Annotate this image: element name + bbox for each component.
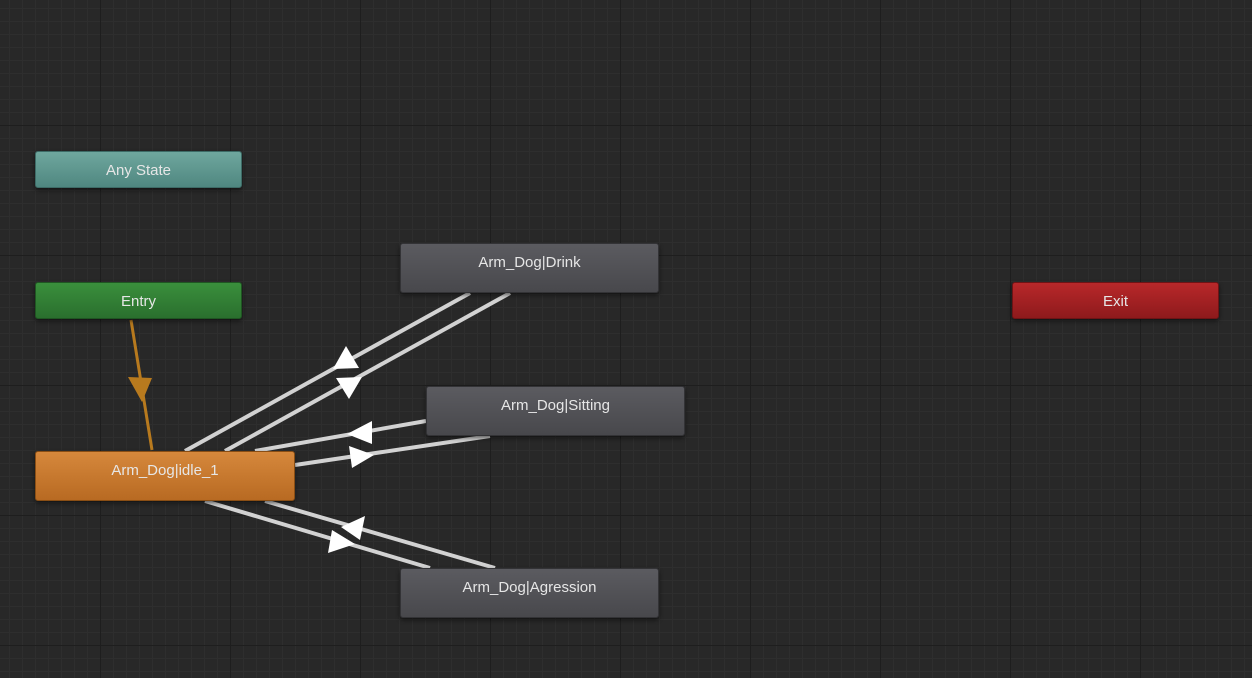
entry-node[interactable]: Entry bbox=[35, 282, 242, 319]
arrow-icon bbox=[333, 346, 359, 369]
arrow-icon bbox=[341, 516, 365, 540]
transition-entry-to-idle[interactable] bbox=[128, 319, 154, 451]
arrow-icon bbox=[328, 530, 355, 553]
exit-node[interactable]: Exit bbox=[1012, 282, 1219, 319]
node-label: Arm_Dog|Agression bbox=[462, 579, 597, 596]
arrow-icon bbox=[347, 421, 372, 444]
state-node-agression[interactable]: Arm_Dog|Agression bbox=[400, 568, 659, 618]
node-label: Arm_Dog|Drink bbox=[478, 254, 581, 271]
state-node-sitting[interactable]: Arm_Dog|Sitting bbox=[426, 386, 685, 436]
state-node-idle[interactable]: Arm_Dog|idle_1 bbox=[35, 451, 295, 501]
any-state-node[interactable]: Any State bbox=[35, 151, 242, 188]
arrow-icon bbox=[336, 377, 362, 399]
arrow-icon bbox=[349, 446, 374, 468]
node-label: Exit bbox=[1102, 293, 1128, 310]
state-node-drink[interactable]: Arm_Dog|Drink bbox=[400, 243, 659, 293]
node-label: Arm_Dog|idle_1 bbox=[111, 462, 219, 479]
transition-idle-to-drink[interactable] bbox=[184, 291, 471, 453]
transition-sitting-to-idle[interactable] bbox=[254, 419, 427, 453]
transition-drink-to-idle[interactable] bbox=[224, 291, 511, 453]
node-label: Arm_Dog|Sitting bbox=[501, 397, 610, 414]
transition-idle-to-sitting[interactable] bbox=[294, 434, 491, 468]
transition-idle-to-agression[interactable] bbox=[204, 499, 431, 570]
node-label: Entry bbox=[120, 293, 156, 310]
node-label: Any State bbox=[105, 162, 172, 179]
transition-agression-to-idle[interactable] bbox=[264, 499, 496, 570]
